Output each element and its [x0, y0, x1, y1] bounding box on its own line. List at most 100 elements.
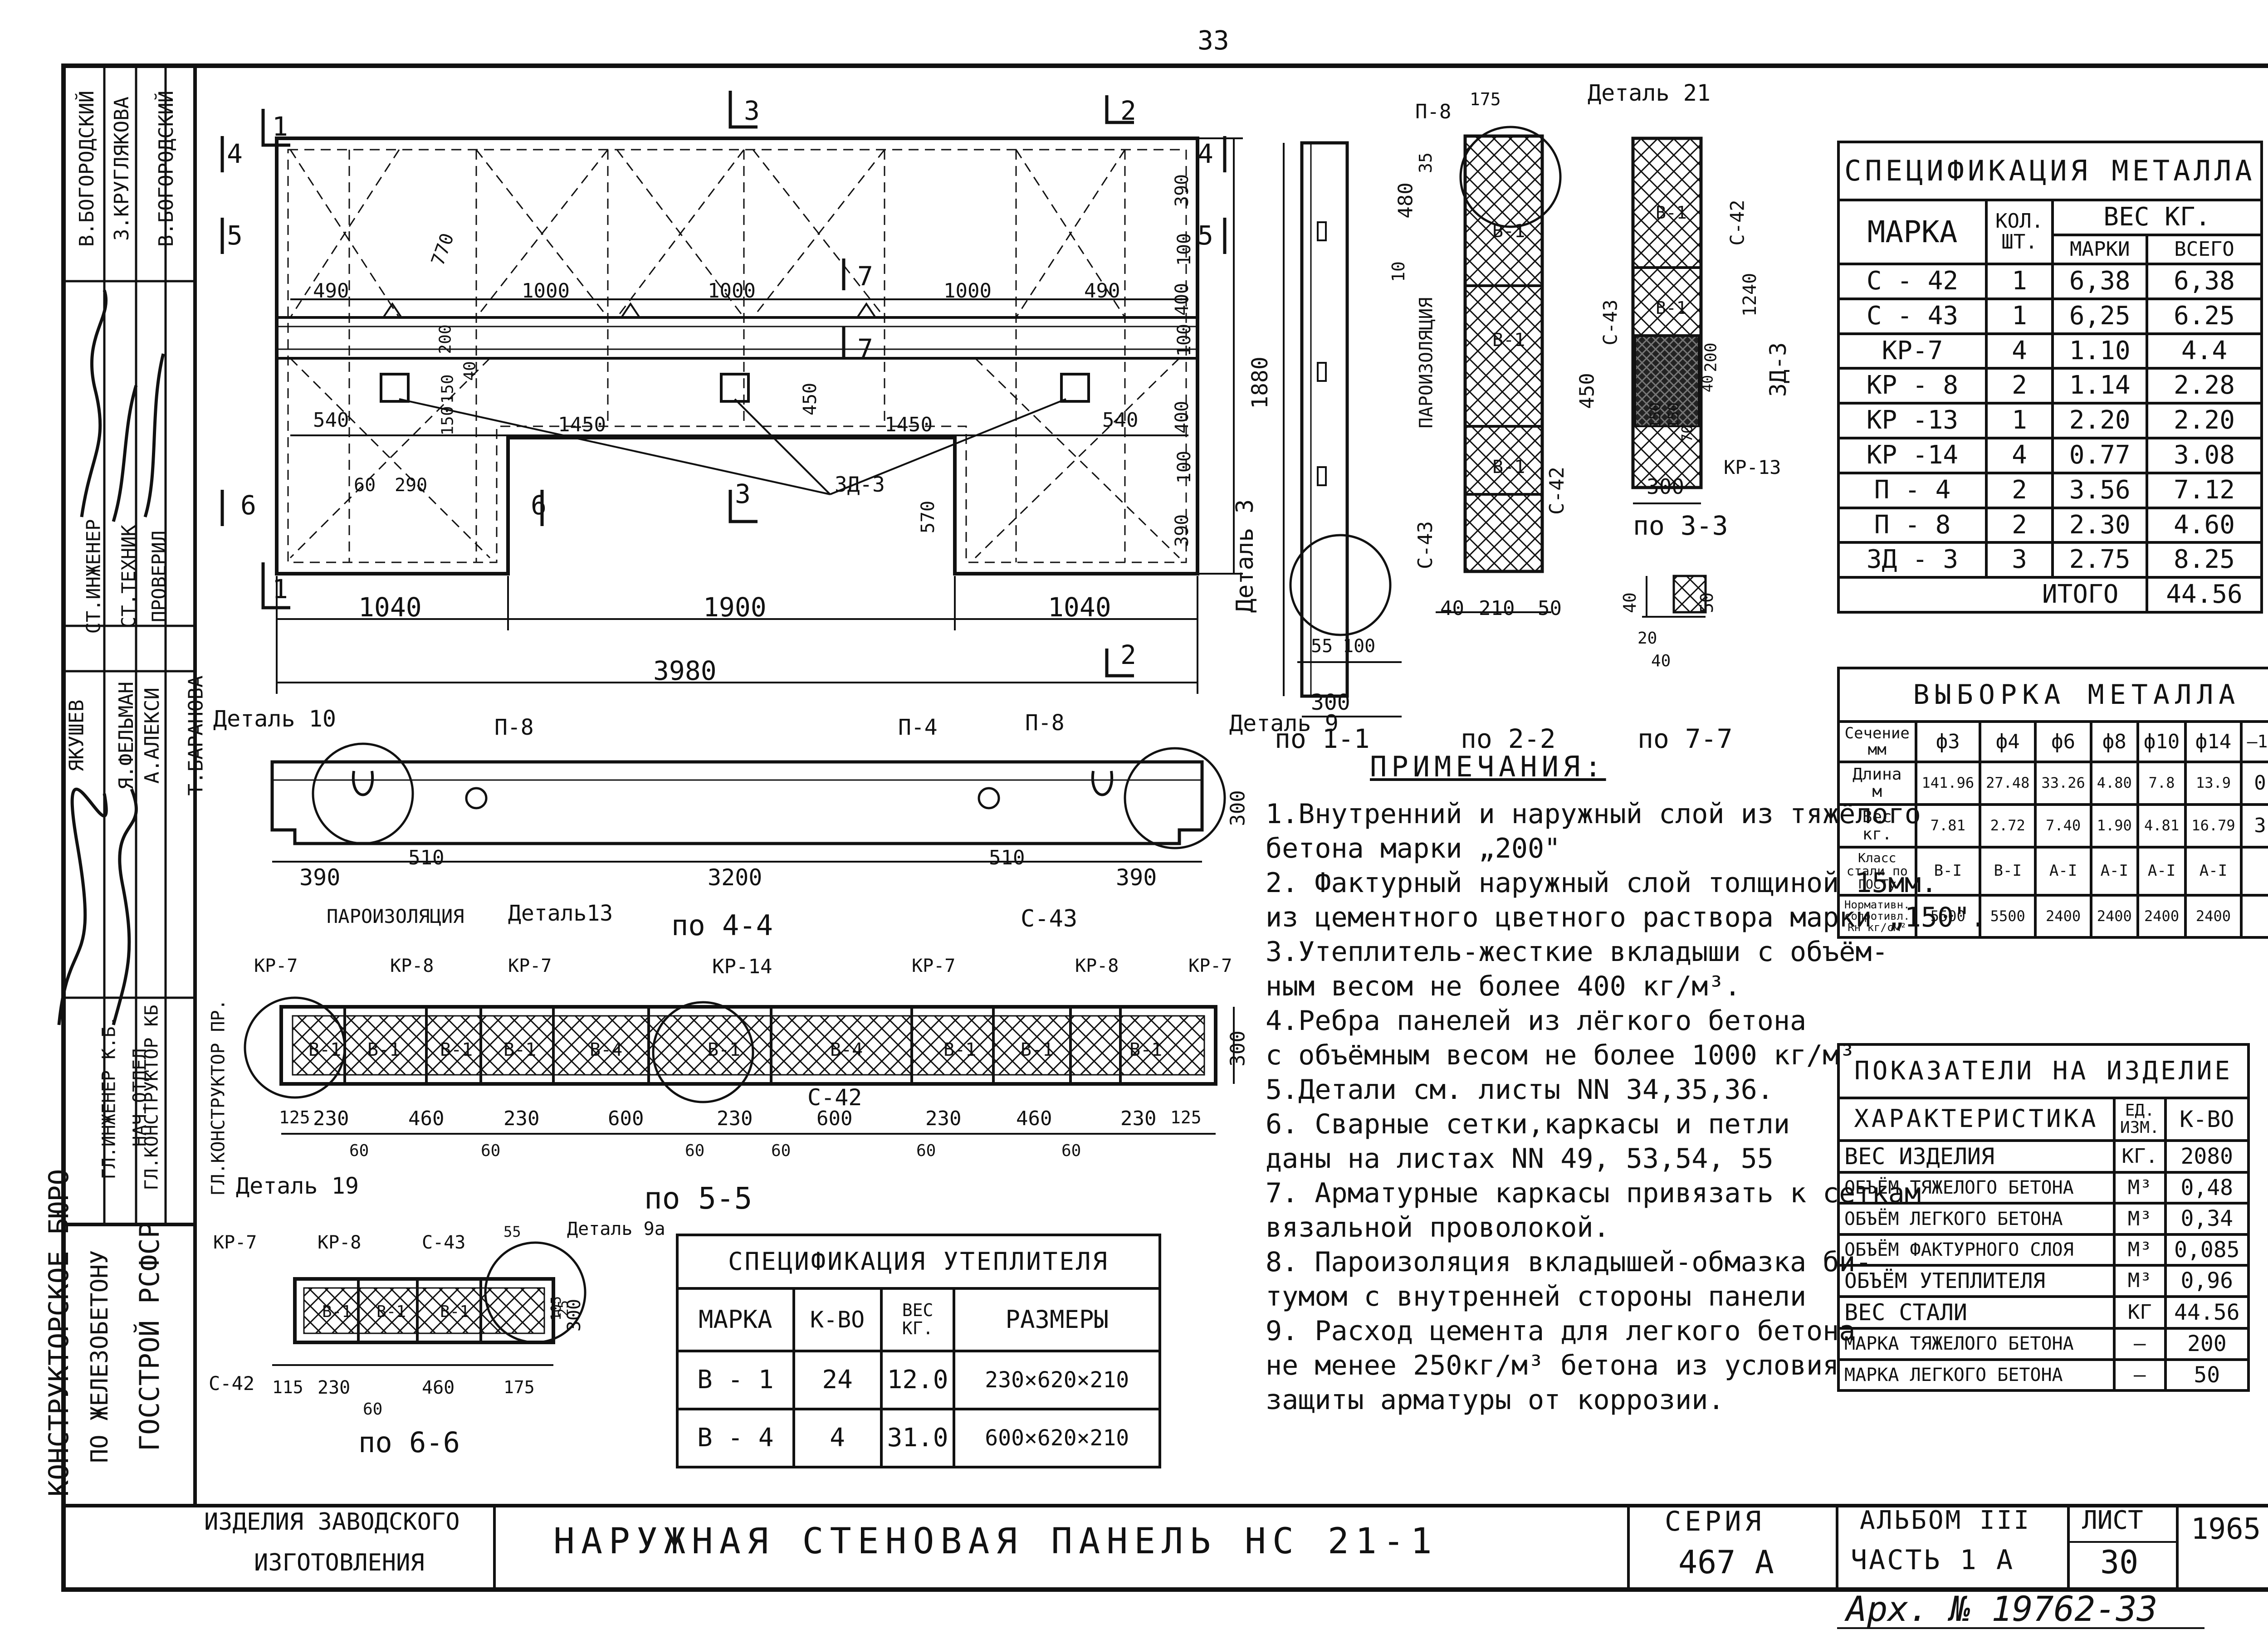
- s55-mark-8: КР-7: [912, 956, 956, 976]
- s66-mark-5: С-42: [209, 1372, 255, 1395]
- s33-mark-1: С-42: [1726, 200, 1749, 246]
- note-line: 3.Утеплитель-жесткие вкладыши с объём-: [1266, 936, 1888, 968]
- dim-right-5: 400: [1172, 400, 1193, 434]
- s22-dim-1: 175: [1470, 89, 1501, 109]
- cell: ОБЪЁМ УТЕПЛИТЕЛЯ: [1837, 1264, 2116, 1298]
- table-row: Нормативн. сопротивл. Rн кг/см² 5500 550…: [1837, 893, 2268, 939]
- cell: 600×620×210: [953, 1408, 1161, 1468]
- s55-dim-4: 230: [503, 1107, 540, 1130]
- dim-top-5: 490: [1084, 279, 1120, 302]
- s66-block-1: В-1: [322, 1302, 352, 1321]
- cell: 2400: [2089, 893, 2139, 939]
- cell: ф4: [1979, 720, 2037, 764]
- section-mark-5a: 5: [227, 220, 243, 251]
- s55-dim-6: 230: [717, 1107, 753, 1130]
- section-4-4-drawing: [270, 742, 1226, 863]
- s66-mark-3: С-43: [422, 1232, 466, 1253]
- cell: А-I: [2136, 845, 2187, 897]
- metal-select-table: ВЫБОРКА МЕТАЛЛА Сечение мм ф3 ф4 ф6 ф8 ф…: [1837, 667, 2268, 939]
- cell: [2239, 845, 2268, 897]
- cell: 0.45: [2239, 761, 2268, 806]
- note-line: 9. Расход цемента для легкого бетона: [1266, 1315, 1856, 1347]
- cell: 6,38: [2051, 262, 2149, 300]
- s55-mark-11: С-42: [807, 1084, 862, 1111]
- cell: 27.48: [1979, 761, 2037, 806]
- cell: 2: [1985, 506, 2054, 544]
- staff-role-7: ПРОВЕРИЛ: [148, 530, 171, 623]
- indicators-h-unit: ЕД. ИЗМ.: [2112, 1097, 2167, 1142]
- section-3-3-drawing: [1631, 137, 1703, 504]
- cell: А-I: [2184, 845, 2243, 897]
- org-line-1: КОНСТРУКТОРСКОЕ БЮРО: [43, 1169, 75, 1497]
- spec-insul-h-size: РАЗМЕРЫ: [953, 1287, 1161, 1352]
- s55-mark-10: КР-7: [1188, 956, 1232, 976]
- note-line: тумом с внутренней стороны панели: [1266, 1281, 1807, 1312]
- staff-role-6: СТ.ТЕХНИК: [117, 525, 140, 628]
- s55-dim-13: 60: [481, 1141, 501, 1160]
- cell: 12.0: [880, 1350, 956, 1410]
- dim-mid-1: 540: [313, 409, 349, 432]
- section-mark-6a: 6: [240, 490, 256, 521]
- spec-insul-h-mark: МАРКА: [676, 1287, 795, 1352]
- s33-dim-6: 70: [1678, 424, 1696, 443]
- cell: 0,96: [2164, 1264, 2250, 1298]
- s33-dim-3: 40: [1699, 375, 1716, 393]
- cell: 4: [792, 1408, 883, 1468]
- cell: М³: [2112, 1264, 2167, 1298]
- s55-block-4: В-1: [503, 1039, 537, 1060]
- cell: 33.26: [2034, 761, 2092, 806]
- dim-bottom-1: 1040: [358, 592, 422, 623]
- s55-mark-1: ПАРОИЗОЛЯЦИЯ: [327, 905, 464, 927]
- cell: 4.4: [2146, 332, 2263, 370]
- dim-vert-4: 150: [438, 406, 457, 436]
- section-mark-4b: 4: [1198, 138, 1213, 169]
- s55-mark-7: КР-14: [712, 955, 772, 978]
- staff-role-4: ГЛ.КОНСТРУКТОР ПР.: [208, 999, 229, 1196]
- s55-block-8: В-1: [943, 1039, 977, 1060]
- note-line: 5.Детали см. листы NN 34,35,36.: [1266, 1074, 1774, 1106]
- s66-block-3: В-1: [440, 1302, 470, 1321]
- series-value: 467 А: [1678, 1544, 1774, 1581]
- part-label: ЧАСТЬ 1 А: [1851, 1544, 2015, 1576]
- s55-dim-11: 125: [1170, 1107, 1202, 1127]
- s33-dim-2: 200: [1701, 342, 1721, 372]
- cell: 4: [1985, 332, 2054, 370]
- cell: 2400: [2136, 893, 2187, 939]
- cell: 1: [1985, 402, 2054, 439]
- note-line: 8. Пароизоляция вкладышей-обмазка би-: [1266, 1246, 1872, 1278]
- dim-mid-5: 60: [354, 475, 376, 496]
- s33-mark-4: В-1: [1656, 298, 1687, 318]
- cell: 2.20: [2146, 402, 2263, 439]
- s55-dim-1: 125: [279, 1107, 310, 1127]
- s22-dim-7: 210: [1479, 597, 1515, 620]
- s22-mark-5: С-43: [1413, 521, 1437, 569]
- section-7-7-drawing: [1642, 575, 1707, 618]
- note-line: 4.Ребра панелей из лёгкого бетона: [1266, 1005, 1807, 1037]
- cell: 7.81: [1914, 803, 1982, 849]
- cell: 0,085: [2164, 1233, 2250, 1267]
- cell: ф10: [2136, 720, 2187, 764]
- cell: 230×620×210: [953, 1350, 1161, 1410]
- s22-mark-1: П-8: [1415, 100, 1452, 123]
- s22-mark-3: В-1: [1492, 330, 1525, 351]
- s44-dim-6: 300: [1226, 790, 1250, 826]
- s11-dim-4: 300: [1311, 690, 1350, 715]
- s33-dim-1: 1240: [1740, 273, 1761, 317]
- cell: ОБЪЁМ ТЯЖЕЛОГО БЕТОНА: [1837, 1171, 2116, 1205]
- s55-block-6: В-1: [708, 1039, 741, 1060]
- s22-dim-5: 450: [1575, 373, 1599, 409]
- org-line-2: ПО ЖЕЛЕЗОБЕТОНУ: [86, 1250, 113, 1463]
- cell: МАРКА ТЯЖЕЛОГО БЕТОНА: [1837, 1327, 2116, 1361]
- s66-dim-5: 60: [363, 1400, 383, 1419]
- s55-mark-2: Деталь13: [508, 901, 613, 926]
- total-row: ИТОГО 44.56: [1837, 576, 2263, 614]
- note-line: с объёмным весом не более 1000 кг/м³: [1266, 1039, 1856, 1071]
- cell: 2.28: [2146, 367, 2263, 405]
- cell: 4.80: [2089, 761, 2139, 806]
- s44-dim-3: 3200: [708, 864, 763, 891]
